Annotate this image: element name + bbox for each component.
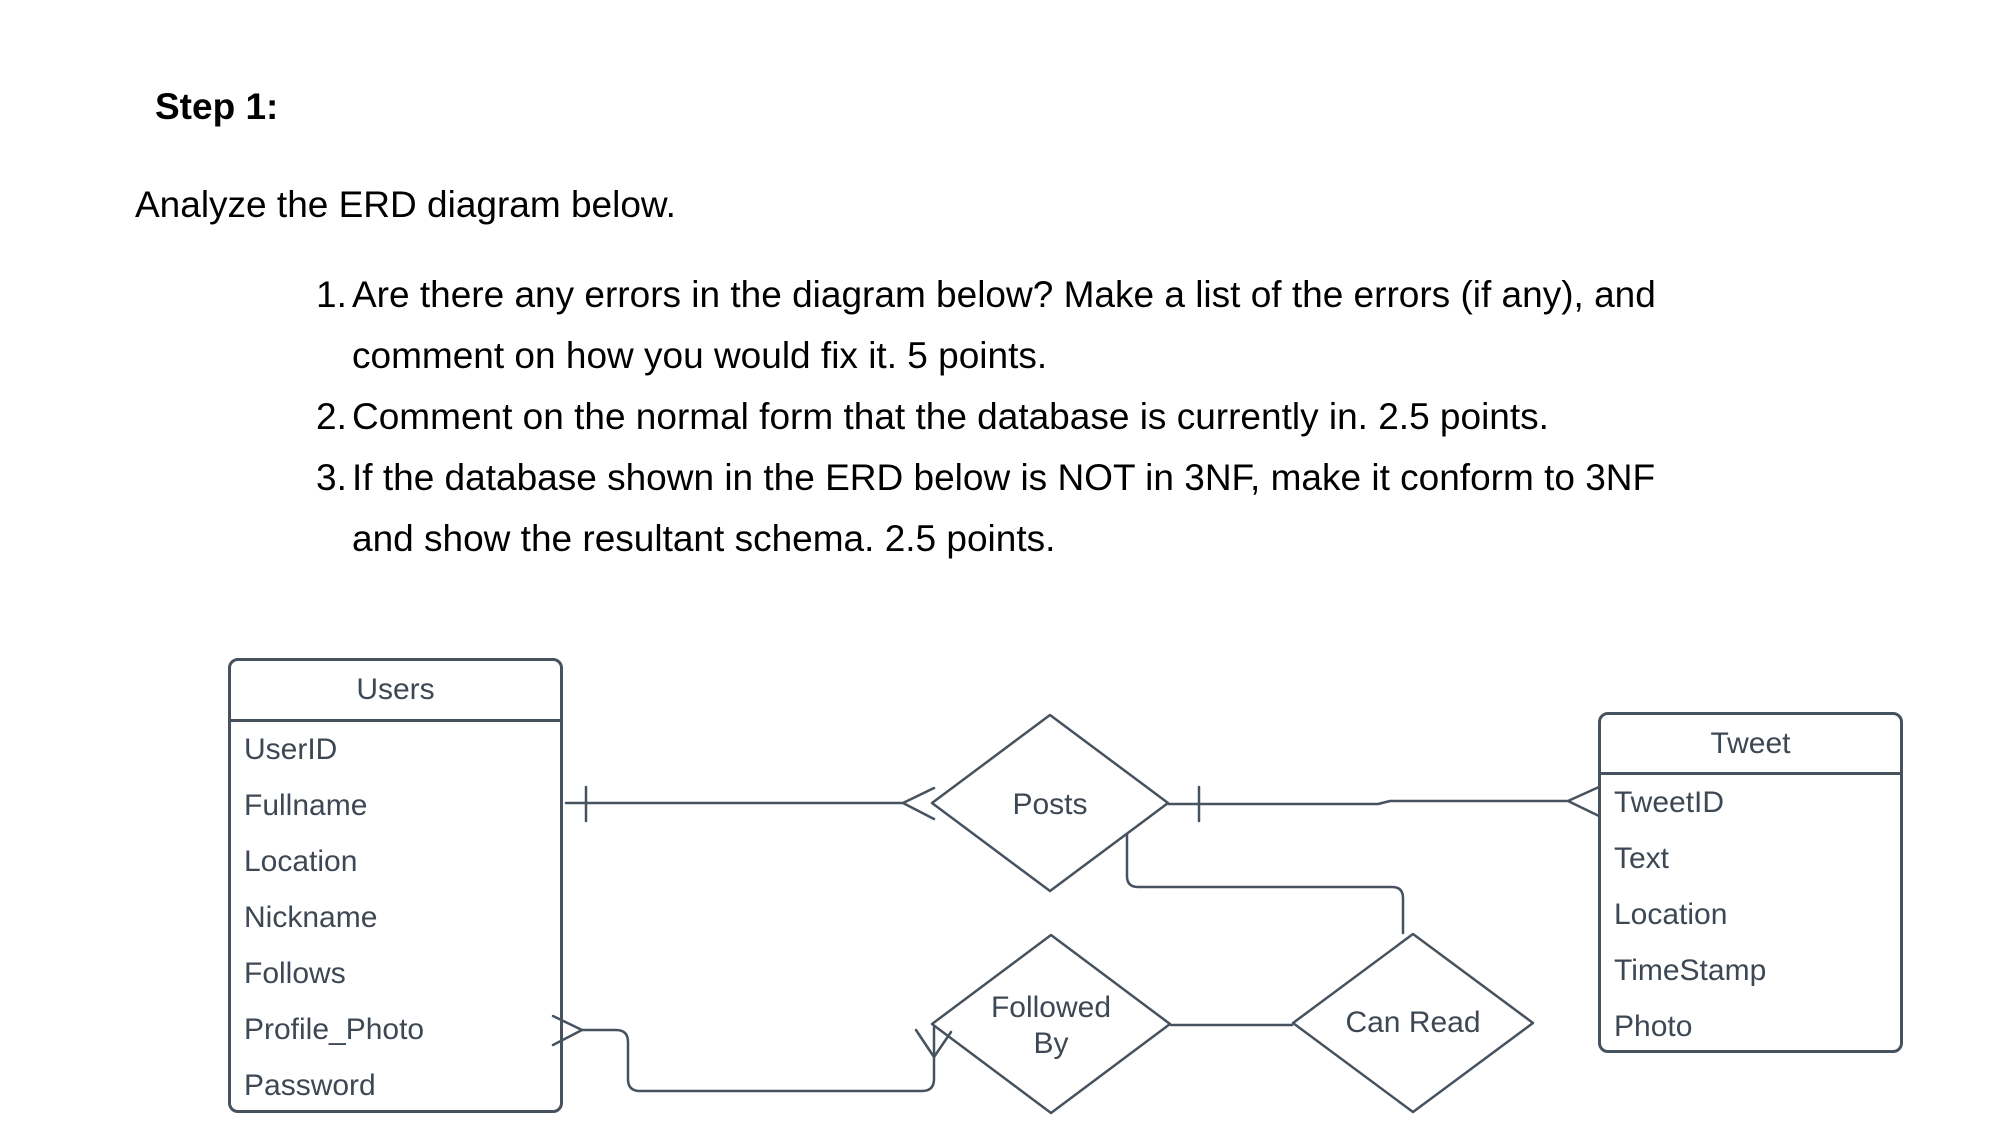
attribute-row: Follows [244,957,346,990]
question-3-number: 3. [316,457,347,498]
users-followedby-connector [580,1025,936,1093]
crow-foot-icon [901,786,936,821]
attribute-row: Fullname [244,789,368,822]
question-1-text: Are there any errors in the diagram belo… [352,274,1656,315]
entity-users: Users UserID Fullname Location Nickname … [228,658,563,1113]
question-1-line-2: comment on how you would fix it. 5 point… [316,335,1047,396]
question-1-line-1: 1.Are there any errors in the diagram be… [316,274,1656,335]
attribute-row: Text [1614,842,1670,875]
attribute-row: Photo [1614,1010,1693,1043]
question-3-line-1: 3.If the database shown in the ERD below… [316,457,1655,518]
question-1-text-cont: comment on how you would fix it. 5 point… [352,335,1048,376]
entity-tweet: Tweet TweetID Text Location TimeStamp Ph… [1598,712,1903,1053]
attribute-row: TweetID [1614,786,1725,819]
attribute-row: Location [244,845,358,878]
relationship-label-posts: Posts [1012,788,1088,821]
question-1-number: 1. [316,274,347,315]
question-3-text-cont: and show the resultant schema. 2.5 point… [352,518,1056,559]
intro-text: Analyze the ERD diagram below. [135,184,676,225]
crow-foot-icon [914,1028,953,1059]
attribute-row: Nickname [244,901,378,934]
attribute-row: TimeStamp [1614,954,1767,987]
attribute-row: Profile_Photo [244,1013,425,1046]
question-2-number: 2. [316,396,347,437]
entity-users-title: Users [231,661,560,722]
crow-foot-icon [1566,785,1601,818]
question-3-line-2: and show the resultant schema. 2.5 point… [316,518,1055,579]
question-3-text: If the database shown in the ERD below i… [352,457,1656,498]
attribute-row: UserID [244,733,338,766]
question-2-text: Comment on the normal form that the data… [352,396,1549,437]
posts-canread-connector [1125,832,1405,935]
relationship-label-can-read: Can Read [1345,1006,1481,1039]
attribute-row: Password [244,1069,376,1102]
attribute-row: Location [1614,898,1728,931]
step-heading: Step 1: [155,86,279,127]
question-2-line-1: 2.Comment on the normal form that the da… [316,396,1549,457]
relationship-label-followed-by: Followed By [990,991,1112,1060]
entity-tweet-title: Tweet [1601,715,1900,775]
posts-tweet-connector [1166,799,1570,806]
